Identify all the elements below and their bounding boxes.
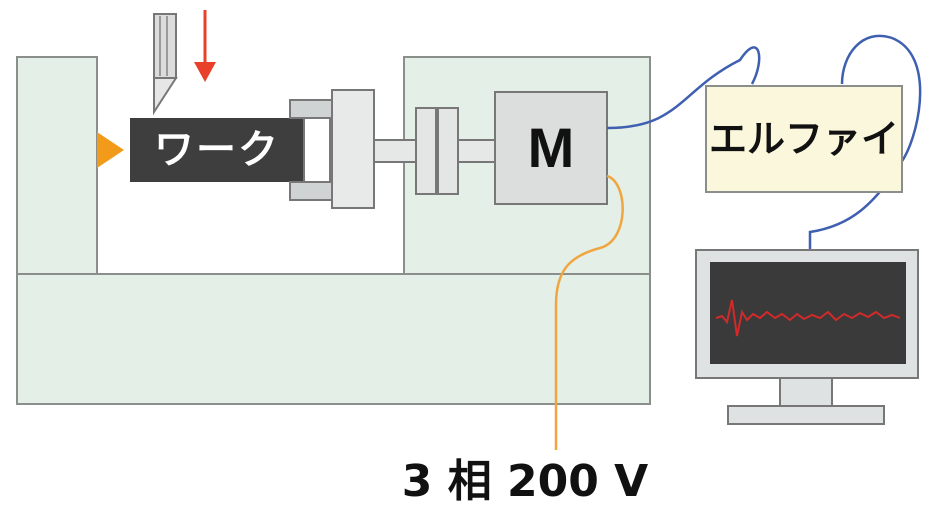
spindle-motor [494,91,608,205]
coupling-disc [415,107,437,195]
workpiece-end [303,117,331,183]
device-label: エルファイ [708,117,899,161]
motor-label: M [527,116,575,179]
monitor-stand [727,405,885,425]
chuck-jaw [289,181,337,201]
power-supply-label: 3 相 200 V [401,456,649,507]
tailstock [16,56,98,275]
machine-bed [16,273,651,405]
measurement-device [705,85,903,193]
feed-direction-arrow [194,10,216,82]
cutting-tool-icon [153,13,178,116]
signal-cable [808,34,922,250]
chuck-jaw [289,99,337,119]
workpiece-label: ワーク [154,127,280,173]
power-cable [554,174,624,450]
center-point-marker [97,132,124,168]
monitor-neck [779,377,833,407]
coupling-disc [437,107,459,195]
signal-cable [606,46,761,130]
waveform-trace [715,299,901,337]
monitor-icon [695,249,919,425]
workpiece [130,118,304,182]
chuck [331,89,375,209]
